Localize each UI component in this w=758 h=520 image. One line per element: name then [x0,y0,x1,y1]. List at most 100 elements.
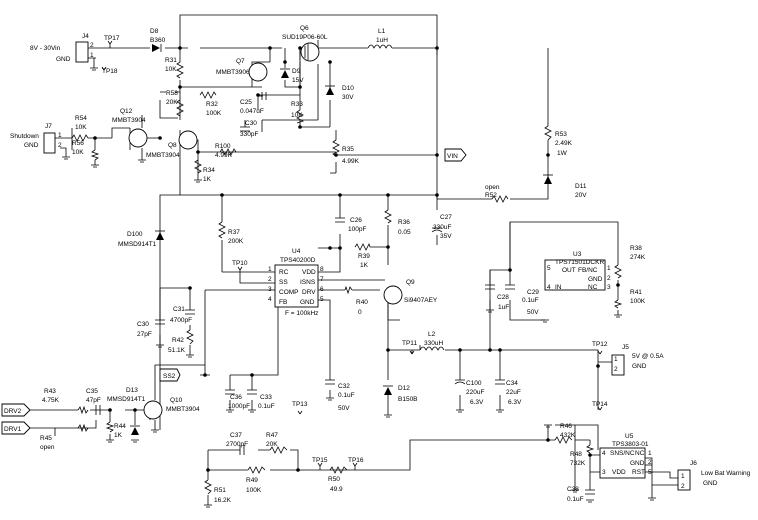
u4-num-7: 7 [320,276,324,283]
d12-value: B150B [398,396,418,403]
r41-ref: R41 [630,289,642,296]
r38-ref: R38 [630,245,642,252]
q9-ref: Q9 [406,279,415,286]
c34-value2: 6.3V [508,399,522,406]
u5-pin-gnd: GND [630,460,645,467]
diode-d10 [326,87,334,95]
r49-ref: R49 [246,477,258,484]
u4-num-6: 6 [320,286,324,293]
r46-ref: R46 [560,423,572,430]
u3-num-3: 3 [607,284,611,291]
c32-ref: C32 [338,383,350,390]
r31-ref: R31 [165,57,177,64]
u3-num-2: 2 [607,275,611,282]
u4-num-8: 8 [320,266,324,273]
c34-ref: C34 [506,380,518,387]
r32-value: 100K [206,110,222,117]
diode-d8 [152,44,160,52]
r42-ref: R42 [172,337,184,344]
resistor-r54 [71,134,89,142]
resistor-r48 [586,444,595,454]
u5-num-1: 1 [648,450,652,457]
c30b-value: 27pF [137,331,152,338]
q10-ref: Q10 [170,397,183,404]
capacitors [95,92,595,495]
resistor-r58 [176,99,184,117]
resistor-r41 [614,299,623,309]
r34-value: 1K [203,176,212,183]
j5-pin1: 1 [614,356,618,363]
transistor-q10 [143,400,163,420]
c33-value: 0.1uF [258,403,275,410]
resistor-r50 [329,466,348,474]
inductor-l1 [367,44,393,49]
resistor-r49 [247,466,266,474]
diode-d11 [544,176,552,184]
c100-value: 220uF [466,389,484,396]
c27-ref: C27 [440,214,452,221]
ground-symbols [62,67,656,508]
transistor-q8 [178,130,198,150]
c28-ref: C28 [497,294,509,301]
l2-ref: L2 [428,331,436,338]
l1-value: 1uH [376,37,388,44]
tp11-label: TP11 [402,340,417,347]
u4-pin-isns: ISNS [300,279,316,286]
resistor-r31 [176,61,184,79]
r53-ref: R53 [555,131,567,138]
j7-gnd: GND [24,142,39,149]
r43-ref: R43 [44,388,56,395]
r51-ref: R51 [214,487,226,494]
d12-ref: D12 [398,385,410,392]
d100-ref: D100 [127,231,143,238]
resistor-r42 [186,329,194,345]
j4-ref: J4 [82,33,89,40]
r31-value: 10K [165,66,177,73]
u4-pin-ss: SS [279,279,288,286]
l1-ref: L1 [378,28,386,35]
c36-ref: C36 [230,394,242,401]
u5-num-2: 2 [648,459,652,466]
r38-value: 274K [630,254,646,261]
resistor-r40 [344,285,353,295]
resistor-r100 [219,148,237,156]
j7-label: Shutdown [10,133,39,140]
d8-ref: D8 [150,28,159,35]
r53-value: 2.49K [555,140,573,147]
j6-pin1: 1 [681,473,685,480]
u3-pin-fb: FB/NC [578,267,598,274]
u5-num-5: 5 [648,469,652,476]
u3-pin-gnd: GND [588,276,603,283]
labels: J4 8V - 30Vin GND 2 1 TP17 TP18 D8 B360 … [4,25,751,504]
test-point-markers [101,40,603,470]
c38-ref: C38 [567,486,579,493]
diode-d9 [281,70,289,78]
c31-value: 4700pF [170,317,192,324]
c30-value: 330pF [240,131,258,138]
tp17-label: TP17 [104,35,120,42]
u4-num-2: 2 [268,276,272,283]
drv1-label: DRV1 [4,426,22,433]
j4-label: 8V - 30Vin [30,45,61,52]
d11-value: 20V [575,192,587,199]
r35-value: 4.99K [342,158,360,165]
r39-value: 1K [360,262,369,269]
d11-ref: D11 [575,183,587,190]
r56-value: 10K [72,149,84,156]
u4-note: F = 100kHz [285,310,318,317]
u4-pin-vdd: VDD [302,269,316,276]
j6-gnd: GND [703,480,718,487]
resistor-r56 [90,149,100,161]
c29-value: 0.1uF [522,297,539,304]
j4-gnd: GND [56,56,71,63]
q7-value: MMBT3906 [216,69,250,76]
diode-d100 [156,232,164,240]
resistor-r38 [614,264,622,279]
r48-ref: R48 [570,451,582,458]
u3-pin-out: OUT [562,267,576,274]
resistor-r43 [77,405,89,415]
u3-pin-in: IN [555,284,562,291]
c100-value2: 6.3V [470,399,484,406]
c27-value2: 35V [440,233,452,240]
j4-pin1: 1 [90,52,94,59]
